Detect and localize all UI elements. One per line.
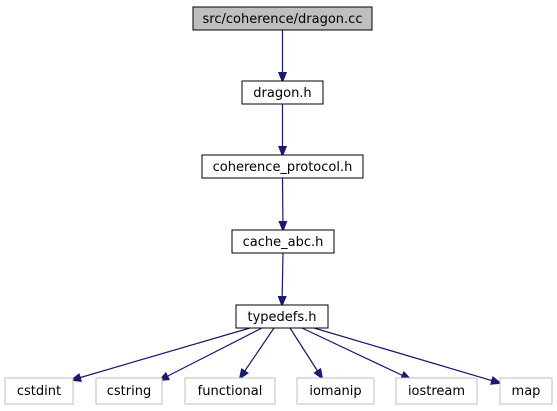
node-coherence-protocol-h[interactable]: coherence_protocol.h xyxy=(201,154,364,179)
edge-typedefs_h-to-functional xyxy=(240,327,275,378)
node-cstdint: cstdint xyxy=(4,377,74,405)
node-label: coherence_protocol.h xyxy=(213,160,353,175)
node-label: cstdint xyxy=(17,384,61,399)
node-dragon-h[interactable]: dragon.h xyxy=(241,80,324,105)
node-cache-abc-h[interactable]: cache_abc.h xyxy=(231,229,335,254)
node-root-file[interactable]: src/coherence/dragon.cc xyxy=(192,6,373,31)
node-label: typedefs.h xyxy=(247,310,316,325)
node-typedefs-h[interactable]: typedefs.h xyxy=(235,304,329,329)
node-label: iostream xyxy=(408,384,465,399)
node-iomanip: iomanip xyxy=(296,377,375,405)
node-map: map xyxy=(499,377,553,405)
node-label: src/coherence/dragon.cc xyxy=(203,12,363,27)
edge-typedefs_h-to-cstdint xyxy=(72,327,251,380)
node-label: map xyxy=(512,384,541,399)
edges xyxy=(72,30,500,383)
node-label: functional xyxy=(198,384,263,399)
node-label: dragon.h xyxy=(253,86,311,101)
node-label: cstring xyxy=(107,384,151,399)
node-label: iomanip xyxy=(309,384,361,399)
node-iostream: iostream xyxy=(395,377,478,405)
edge-typedefs_h-to-cstring xyxy=(160,327,263,380)
node-functional: functional xyxy=(184,377,276,405)
edge-coherence_protocol_h-to-cache_abc_h xyxy=(283,177,284,230)
edge-typedefs_h-to-iostream xyxy=(301,327,410,379)
node-cstring: cstring xyxy=(95,377,163,405)
edge-cache_abc_h-to-typedefs_h xyxy=(282,252,283,305)
node-label: cache_abc.h xyxy=(243,235,324,250)
edge-typedefs_h-to-iomanip xyxy=(289,327,322,378)
edge-typedefs_h-to-map xyxy=(313,327,500,383)
